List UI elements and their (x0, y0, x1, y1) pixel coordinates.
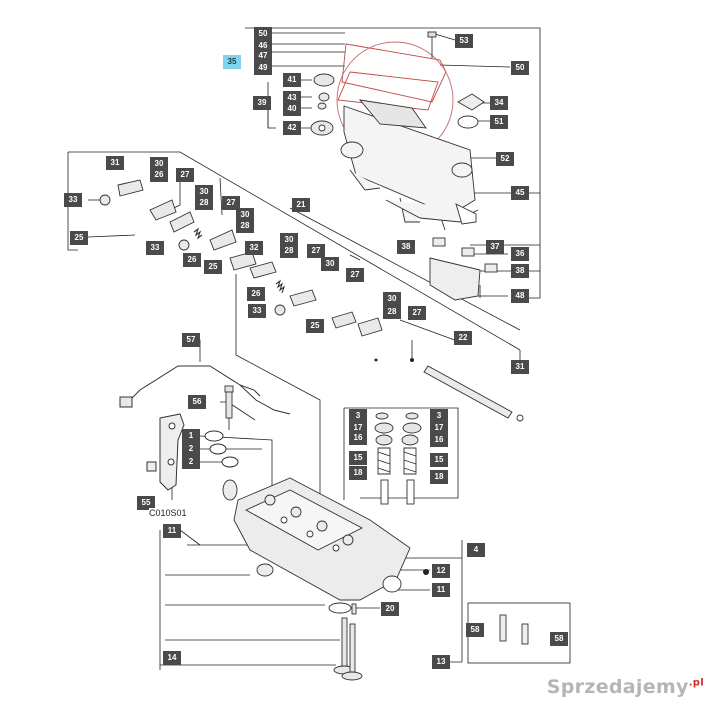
callout-39: 39 (253, 96, 271, 110)
callout-18: 18 (430, 470, 448, 484)
watermark-logo: Sprzedajemy.pl (547, 676, 704, 698)
callout-14: 14 (163, 651, 181, 665)
callout-58: 58 (466, 623, 484, 637)
callout-3: 3 (430, 409, 448, 423)
callout-17: 17 (430, 421, 448, 435)
callout-26: 26 (247, 287, 265, 301)
callout-41: 41 (283, 73, 301, 87)
callout-22: 22 (454, 331, 472, 345)
callout-31: 31 (106, 156, 124, 170)
callout-11: 11 (432, 583, 450, 597)
callout-35: 35 (223, 55, 241, 69)
callout-15: 15 (349, 451, 367, 465)
callout-4: 4 (467, 543, 485, 557)
callout-21: 21 (292, 198, 310, 212)
callout-53: 53 (455, 34, 473, 48)
callout-33: 33 (146, 241, 164, 255)
callout-40: 40 (283, 102, 301, 116)
callout-47: 47 (254, 49, 272, 63)
callout-38: 38 (397, 240, 415, 254)
callout-48: 48 (511, 289, 529, 303)
callout-43: 43 (283, 91, 301, 105)
callout-57: 57 (182, 333, 200, 347)
callout-11: 11 (163, 524, 181, 538)
callout-15: 15 (430, 453, 448, 467)
callout-30: 30 (383, 292, 401, 306)
callout-38: 38 (511, 264, 529, 278)
callout-30: 30 (150, 157, 168, 171)
drawing-code: C010S01 (149, 508, 187, 518)
callout-26: 26 (150, 168, 168, 182)
callout-25: 25 (70, 231, 88, 245)
callout-27: 27 (346, 268, 364, 282)
callout-50: 50 (511, 61, 529, 75)
callout-26: 26 (183, 253, 201, 267)
watermark-tld: .pl (688, 677, 704, 689)
callout-45: 45 (511, 186, 529, 200)
callout-50: 50 (254, 27, 272, 41)
callout-27: 27 (176, 168, 194, 182)
callout-51: 51 (490, 115, 508, 129)
callout-3: 3 (349, 409, 367, 423)
callout-28: 28 (195, 196, 213, 210)
callout-33: 33 (64, 193, 82, 207)
callout-28: 28 (236, 219, 254, 233)
callout-27: 27 (222, 196, 240, 210)
callout-30: 30 (195, 185, 213, 199)
callout-37: 37 (486, 240, 504, 254)
callout-2: 2 (182, 442, 200, 456)
callout-56: 56 (188, 395, 206, 409)
callout-42: 42 (283, 121, 301, 135)
callout-30: 30 (236, 208, 254, 222)
callout-20: 20 (381, 602, 399, 616)
callout-34: 34 (490, 96, 508, 110)
callout-2: 2 (182, 455, 200, 469)
callout-52: 52 (496, 152, 514, 166)
callout-27: 27 (408, 306, 426, 320)
callout-49: 49 (254, 61, 272, 75)
callout-27: 27 (307, 244, 325, 258)
callout-18: 18 (349, 466, 367, 480)
callout-33: 33 (248, 304, 266, 318)
callout-13: 13 (432, 655, 450, 669)
callout-30: 30 (321, 257, 339, 271)
callout-25: 25 (306, 319, 324, 333)
callout-28: 28 (383, 305, 401, 319)
callout-32: 32 (245, 241, 263, 255)
callout-12: 12 (432, 564, 450, 578)
callout-16: 16 (430, 433, 448, 447)
callout-1: 1 (182, 429, 200, 443)
callout-25: 25 (204, 260, 222, 274)
callout-58: 58 (550, 632, 568, 646)
callout-36: 36 (511, 247, 529, 261)
callout-55: 55 (137, 496, 155, 510)
callout-31: 31 (511, 360, 529, 374)
callout-30: 30 (280, 233, 298, 247)
callout-28: 28 (280, 244, 298, 258)
watermark-brand: Sprzedajemy (546, 676, 689, 698)
callout-16: 16 (349, 431, 367, 445)
